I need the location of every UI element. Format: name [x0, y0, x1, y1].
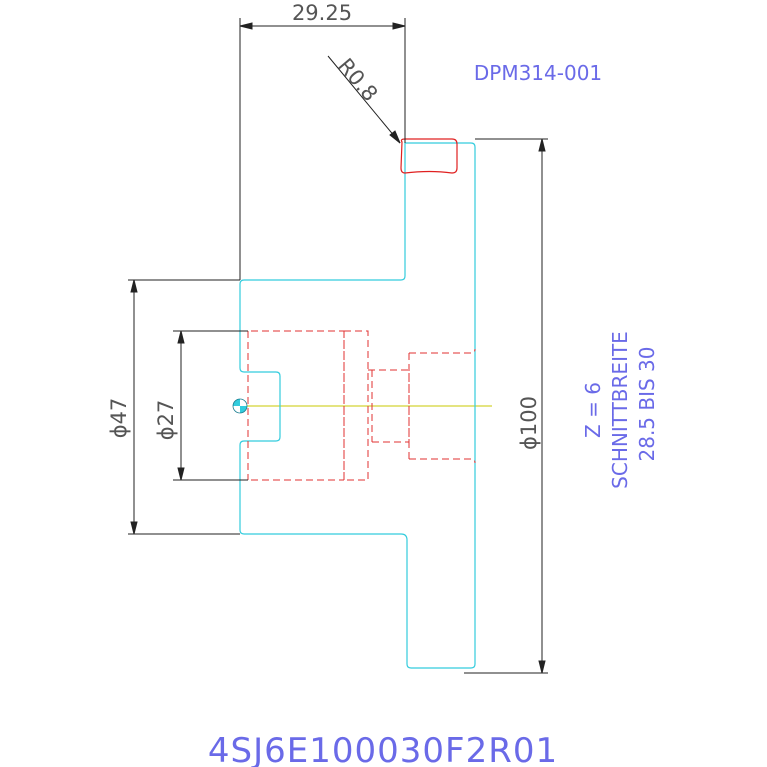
- part-reference-label: DPM314-001: [474, 61, 602, 85]
- dim-29-25-label: 29.25: [292, 1, 352, 25]
- dim-d47-lines: [128, 279, 240, 535]
- part-number-label: 4SJ6E100030F2R01: [208, 731, 558, 767]
- dim-d47-label: ϕ47: [107, 398, 131, 439]
- center-point-icon: [232, 398, 248, 414]
- note-range: 28.5 BIS 30: [635, 346, 659, 461]
- note-z: Z = 6: [581, 382, 605, 438]
- part-outline: [239, 142, 476, 669]
- dim-d27-label: ϕ27: [154, 400, 178, 441]
- dim-d100-label: ϕ100: [517, 396, 541, 450]
- dim-29-25-lines: [239, 18, 406, 280]
- dim-r08-leader: [327, 55, 401, 144]
- note-schnittbreite: SCHNITTBREITE: [608, 331, 632, 489]
- dim-d100-lines: [464, 138, 548, 674]
- hidden-lines: [240, 330, 476, 481]
- dim-d27-lines: [173, 330, 248, 481]
